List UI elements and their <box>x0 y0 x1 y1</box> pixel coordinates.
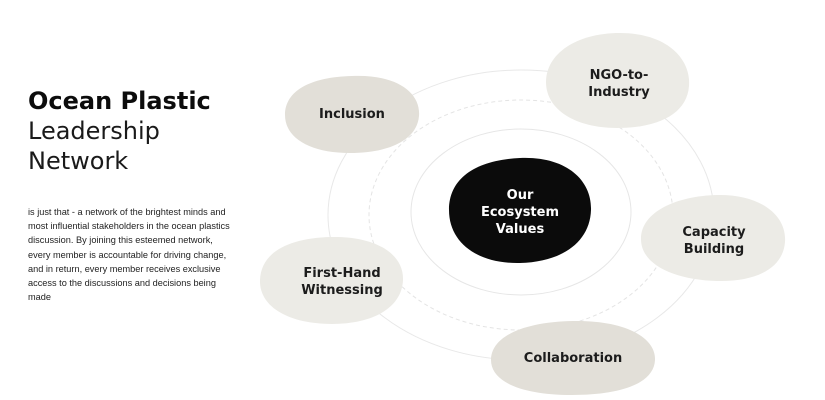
center-node: Our Ecosystem Values <box>449 157 592 264</box>
heading-block: Ocean Plastic Leadership Network <box>28 86 238 176</box>
node-capacity-building: Capacity Building <box>641 194 786 282</box>
node-first-hand-witnessing: First-Hand Witnessing <box>259 236 404 324</box>
node-capacity-label-line-2: Building <box>684 242 744 257</box>
center-label-line-1: Our <box>507 188 534 203</box>
heading-line-1: Ocean Plastic <box>28 87 211 115</box>
node-firsthand-label-line-2: Witnessing <box>301 283 383 298</box>
node-ngo-label-line-1: NGO-to- <box>590 68 649 83</box>
inner-ring <box>410 128 632 296</box>
node-inclusion-label: Inclusion <box>319 107 385 122</box>
center-label-line-2: Ecosystem <box>481 205 559 220</box>
node-ngo-to-industry: NGO-to- Industry <box>546 33 690 128</box>
node-collaboration-label: Collaboration <box>524 351 622 366</box>
description-text: is just that - a network of the brightes… <box>28 207 230 303</box>
node-collaboration: Collaboration <box>491 320 656 395</box>
center-label-line-3: Values <box>496 222 545 237</box>
node-inclusion: Inclusion <box>285 75 420 153</box>
node-capacity-label-line-1: Capacity <box>682 225 746 240</box>
heading-line-3: Network <box>28 147 129 175</box>
node-firsthand-label-line-1: First-Hand <box>303 266 380 281</box>
heading-line-2: Leadership <box>28 117 160 145</box>
node-ngo-label-line-2: Industry <box>588 85 650 100</box>
